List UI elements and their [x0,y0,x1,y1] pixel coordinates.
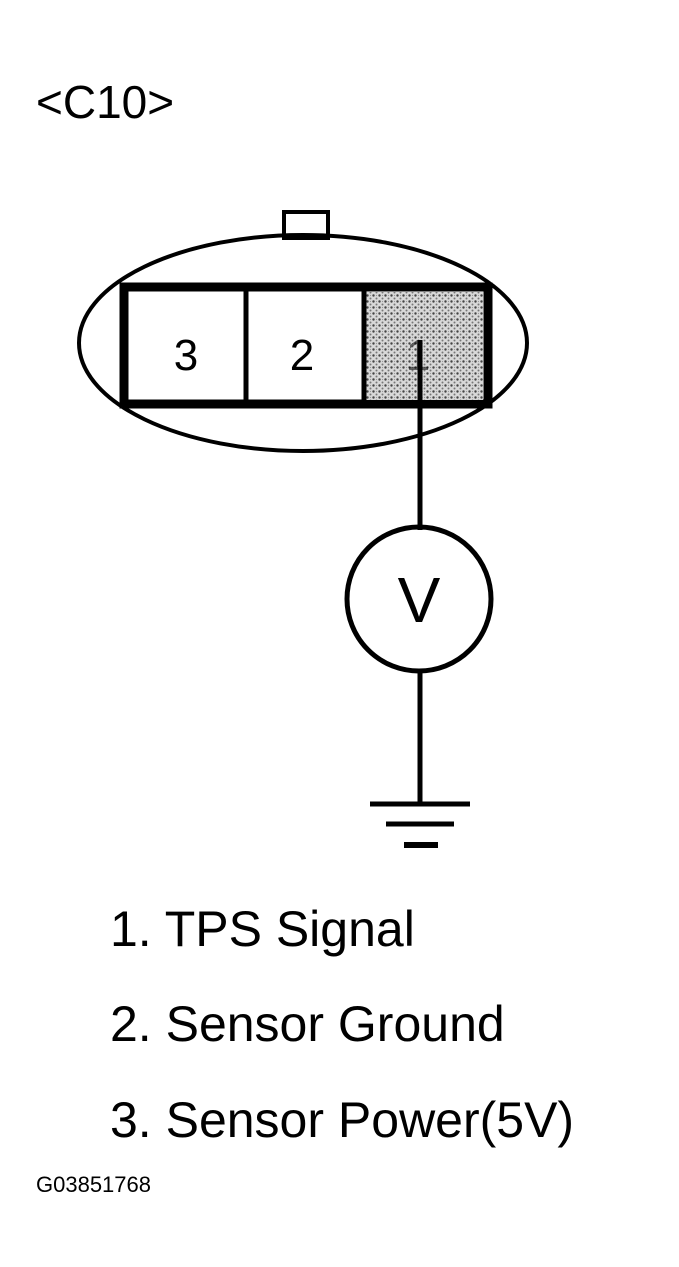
connector-body [119,282,493,409]
pin-number-3: 3 [174,331,198,380]
voltmeter-symbol: V [398,564,441,636]
legend-item-2: 2. Sensor Ground [110,996,505,1052]
connector-lock-tab [282,210,330,240]
pin-1-shading [366,292,483,400]
connector-title: <C10> [36,76,174,128]
legend-item-1: 1. TPS Signal [110,901,415,957]
voltmeter: V [344,524,494,674]
pin-number-2: 2 [290,331,314,380]
legend-item-3: 3. Sensor Power(5V) [110,1092,574,1148]
connector-housing: 3 2 1 [77,210,529,453]
figure-code: G03851768 [36,1172,151,1197]
connector-outline [77,233,529,453]
ground-icon [370,801,470,848]
